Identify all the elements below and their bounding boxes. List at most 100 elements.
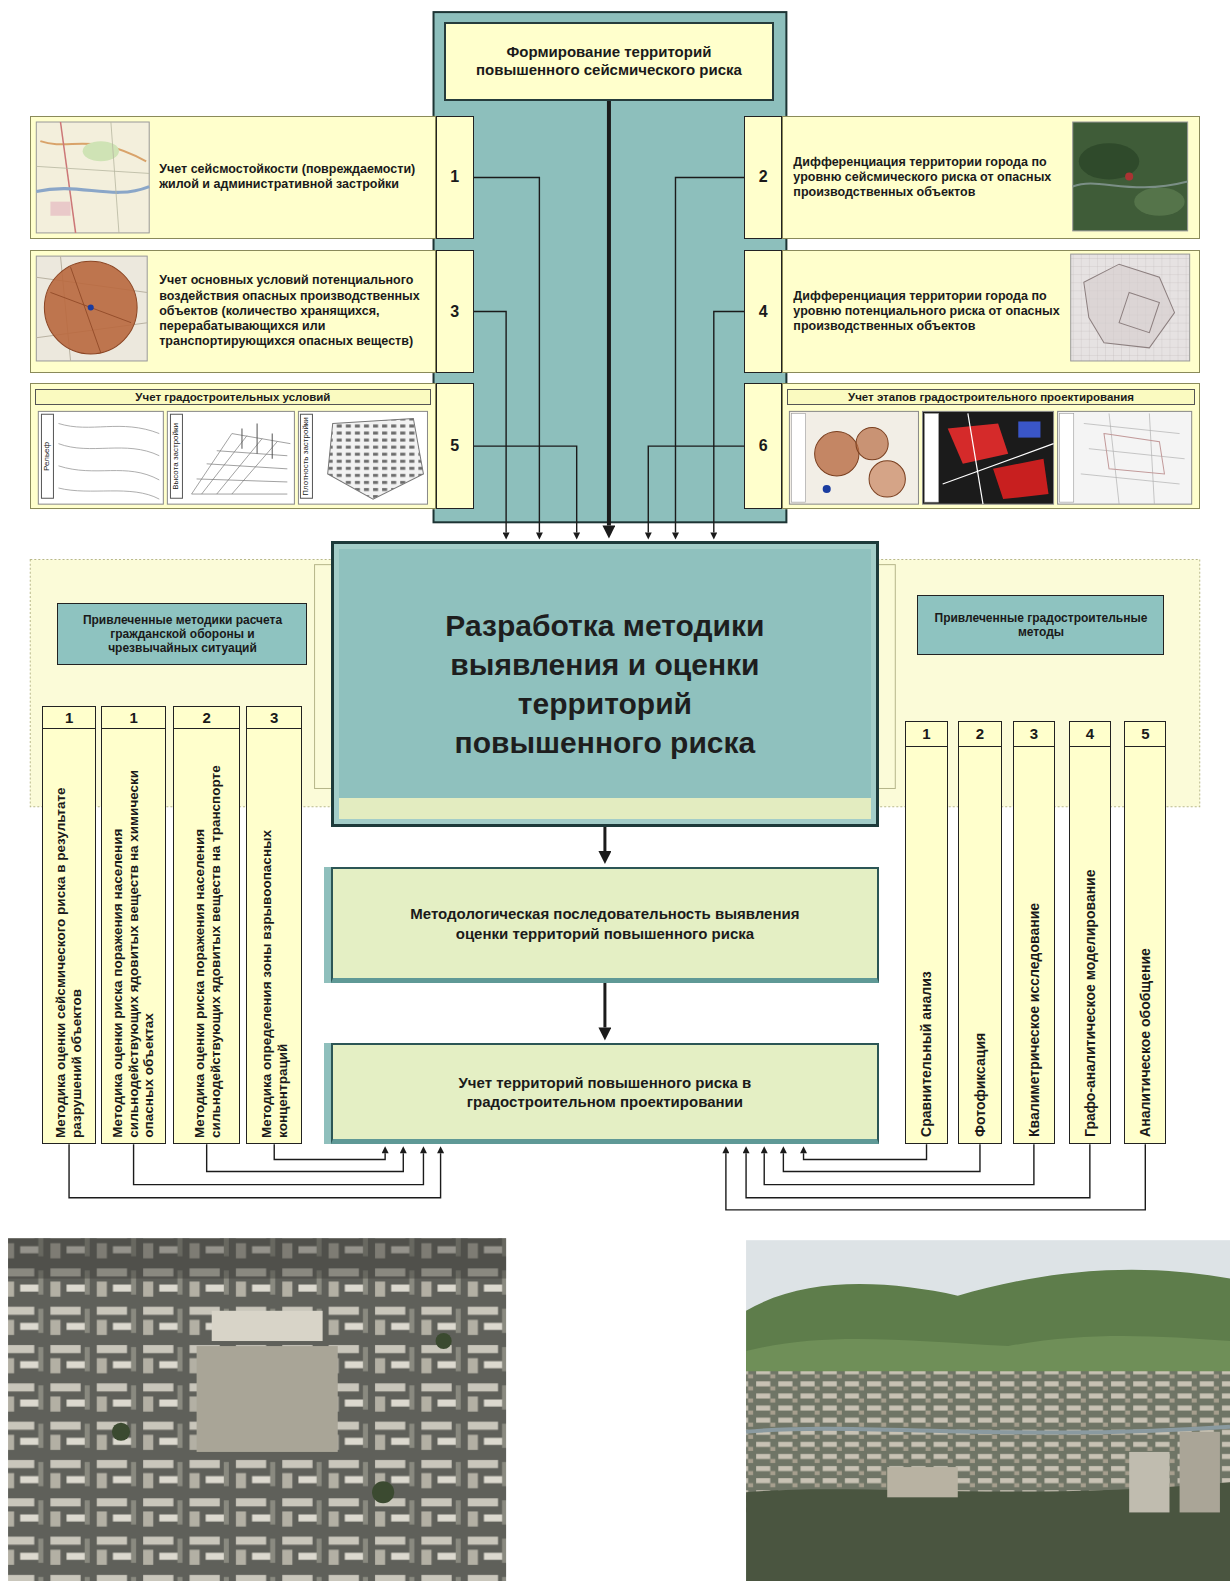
number-cell: 1 (436, 116, 474, 239)
city-photo (746, 1427, 1230, 1433)
image-caption: Плотность застройки (300, 414, 313, 499)
box-text: Дифференциация территории города по уров… (793, 289, 1063, 335)
callout-number: 5 (1125, 722, 1165, 747)
box-text: Методологическая последовательность выяв… (385, 904, 825, 943)
connector-arrow (69, 1144, 441, 1197)
connector-arrow (474, 446, 577, 532)
stage-thumbnail (923, 411, 1054, 504)
number-cell: 4 (744, 250, 782, 373)
column-text: Квалиметрическое исследование (1026, 753, 1042, 1137)
box-text: Учет сейсмостойкости (повреждаемости) жи… (159, 162, 426, 193)
box-text: Формирование территорий повышенного сейс… (458, 43, 761, 79)
connector-arrow (675, 177, 744, 532)
connector-arrow (134, 1144, 424, 1184)
stage-thumbnail (993, 459, 1048, 499)
stage-thumbnail (869, 461, 905, 497)
zone-thumbnail (50, 267, 131, 353)
callout-number: 1 (43, 707, 94, 729)
band-fill (30, 383, 435, 509)
connector-arrow (726, 1144, 1145, 1210)
connector-arrow (607, 101, 611, 526)
city-photo (212, 1311, 323, 1341)
box-text: Учет основных условий потенциального воз… (159, 273, 426, 349)
relief-thumbnail (58, 423, 159, 499)
callout-number: 1 (102, 707, 166, 729)
callout-number: 2 (959, 722, 1001, 747)
column-text: Графо-аналитическое моделирование (1082, 753, 1098, 1137)
stage-thumbnail (943, 413, 1054, 504)
column-text: Сравнительный анализ (918, 753, 934, 1137)
connector-arrow (207, 1144, 404, 1171)
stage-thumbnail (1060, 413, 1074, 502)
number-cell: 6 (744, 383, 782, 509)
density-thumbnail (298, 411, 427, 504)
connector-arrow (603, 827, 606, 851)
stage-thumbnail (1058, 411, 1192, 504)
description-band: Дифференциация территории города по уров… (782, 116, 1199, 239)
image-caption: Рельеф (41, 414, 54, 499)
callout-number: 4 (1070, 722, 1110, 747)
band-fill (30, 116, 1200, 509)
method-column: 3Методика определения зоны взрывоопасных… (246, 706, 302, 1145)
band-fill (30, 116, 435, 239)
risk-map-thumbnail (1071, 254, 1190, 361)
stage-thumbnail (948, 423, 1008, 463)
satellite-thumbnail (1073, 122, 1188, 231)
satellite-thumbnail (1134, 188, 1184, 216)
relief-thumbnail (38, 411, 163, 504)
number-cell: 3 (436, 250, 474, 373)
box-text: Разработка методики выявления и оценки т… (415, 606, 795, 762)
relief-thumbnail (38, 411, 163, 504)
process-box: Методологическая последовательность выяв… (331, 867, 879, 983)
stage-thumbnail (789, 411, 918, 504)
header-box: Привлеченные градостроительные методы (917, 595, 1164, 655)
map-thumbnail (36, 122, 149, 233)
connector-arrow (764, 1144, 1034, 1184)
stage-thumbnail (1058, 411, 1192, 504)
central-box: Разработка методики выявления и оценки т… (331, 541, 879, 826)
callout-number: 3 (247, 707, 301, 729)
zone-thumbnail (36, 256, 147, 361)
city-photo (112, 1423, 130, 1441)
city-photo (746, 1240, 1230, 1581)
number-cell: 2 (744, 116, 782, 239)
connector-arrow (474, 177, 540, 532)
satellite-thumbnail (1073, 181, 1188, 187)
map-thumbnail (50, 202, 70, 216)
box-text: Учет градостроительных условий (35, 389, 430, 405)
risk-map-thumbnail (1119, 292, 1159, 332)
risk-map-thumbnail (1084, 264, 1175, 348)
height-thumbnail (167, 411, 294, 504)
band-fill (782, 383, 1199, 509)
height-thumbnail (242, 423, 272, 458)
satellite-thumbnail (1073, 122, 1188, 231)
city-photo (197, 1346, 338, 1452)
callout-number: 5 (450, 437, 459, 455)
title-box: Формирование территорий повышенного сейс… (444, 22, 775, 101)
box-text: Дифференциация территории города по уров… (793, 155, 1063, 201)
stage-thumbnail (815, 432, 859, 476)
stage-thumbnail (923, 411, 1054, 504)
zone-thumbnail (44, 261, 137, 354)
stage-thumbnail (823, 485, 831, 493)
stage-thumbnail (1104, 434, 1164, 474)
stage-thumbnail (1018, 421, 1040, 437)
method-column: 2Методика оценки риска поражения населен… (173, 706, 240, 1145)
band-fill (782, 116, 1199, 239)
stage-thumbnail (789, 411, 918, 504)
zone-thumbnail (36, 256, 147, 361)
method-column: 4Графо-аналитическое моделирование (1069, 721, 1111, 1144)
callout-number: 6 (759, 437, 768, 455)
zone-thumbnail (36, 256, 147, 361)
number-cell: 5 (436, 383, 474, 509)
box-text: Привлеченные градостроительные методы (924, 611, 1157, 640)
city-photo (372, 1481, 394, 1503)
connector-arrow (603, 983, 606, 1027)
connector-arrow (804, 1144, 927, 1159)
header-box: Привлеченные методики расчета гражданско… (57, 603, 307, 666)
column-text: Методика оценки сейсмического риска в ре… (53, 735, 84, 1138)
band-fill (30, 250, 435, 373)
city-photo (8, 1238, 506, 1581)
box-text: Учет территорий повышенного риска в град… (385, 1073, 825, 1112)
